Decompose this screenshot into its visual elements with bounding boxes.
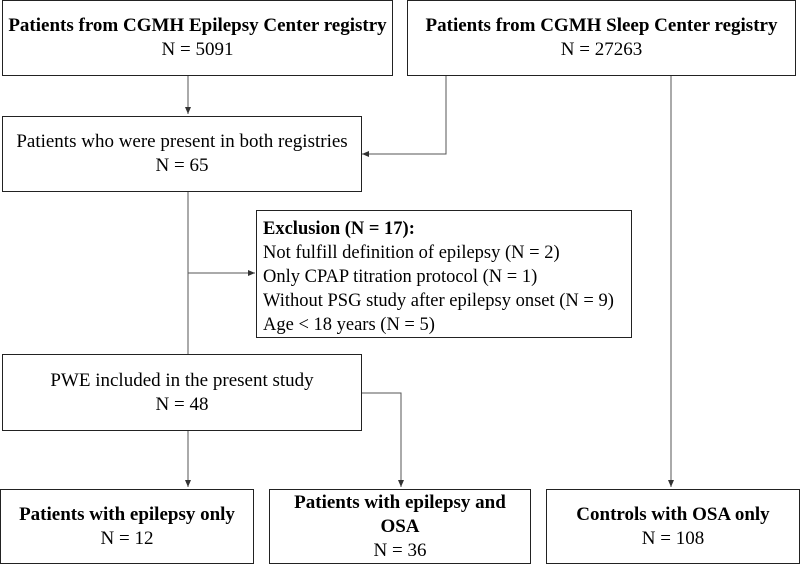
epilepsy-only-box: Patients with epilepsy only N = 12 <box>0 489 254 564</box>
arrow-pwe-to-epilepsy-osa <box>362 392 404 487</box>
controls-osa-count: N = 108 <box>641 527 705 549</box>
exclusion-item: Not fulfill definition of epilepsy (N = … <box>263 243 560 263</box>
exclusion-box: Exclusion (N = 17): Not fulfill definiti… <box>256 210 632 338</box>
sleep-registry-box: Patients from CGMH Sleep Center registry… <box>407 0 796 76</box>
exclusion-item: Age < 18 years (N = 5) <box>263 315 435 335</box>
epilepsy-registry-box: Patients from CGMH Epilepsy Center regis… <box>2 0 393 76</box>
both-registries-count: N = 65 <box>155 155 209 176</box>
epilepsy-osa-box: Patients with epilepsy and OSA N = 36 <box>269 489 531 564</box>
sleep-registry-title: Patients from CGMH Sleep Center registry <box>425 15 778 36</box>
both-registries-title: Patients who were present in both regist… <box>16 131 348 152</box>
arrow-sleep-to-both <box>362 76 447 157</box>
epilepsy-registry-title: Patients from CGMH Epilepsy Center regis… <box>8 15 387 36</box>
epilepsy-only-title: Patients with epilepsy only <box>19 503 235 525</box>
epilepsy-osa-title-line2: OSA <box>380 515 420 537</box>
controls-osa-box: Controls with OSA only N = 108 <box>546 489 800 564</box>
exclusion-item: Only CPAP titration protocol (N = 1) <box>263 267 538 287</box>
pwe-included-title: PWE included in the present study <box>50 369 314 391</box>
exclusion-title: Exclusion (N = 17): <box>263 219 415 239</box>
epilepsy-registry-count: N = 5091 <box>161 39 234 60</box>
pwe-included-count: N = 48 <box>155 393 209 415</box>
epilepsy-osa-title-line1: Patients with epilepsy and <box>294 491 506 513</box>
controls-osa-title: Controls with OSA only <box>576 503 770 525</box>
both-registries-box: Patients who were present in both regist… <box>2 116 362 192</box>
epilepsy-only-count: N = 12 <box>100 527 154 549</box>
exclusion-item: Without PSG study after epilepsy onset (… <box>263 291 614 311</box>
sleep-registry-count: N = 27263 <box>560 39 643 60</box>
epilepsy-osa-count: N = 36 <box>373 539 427 561</box>
pwe-included-box: PWE included in the present study N = 48 <box>2 354 362 431</box>
